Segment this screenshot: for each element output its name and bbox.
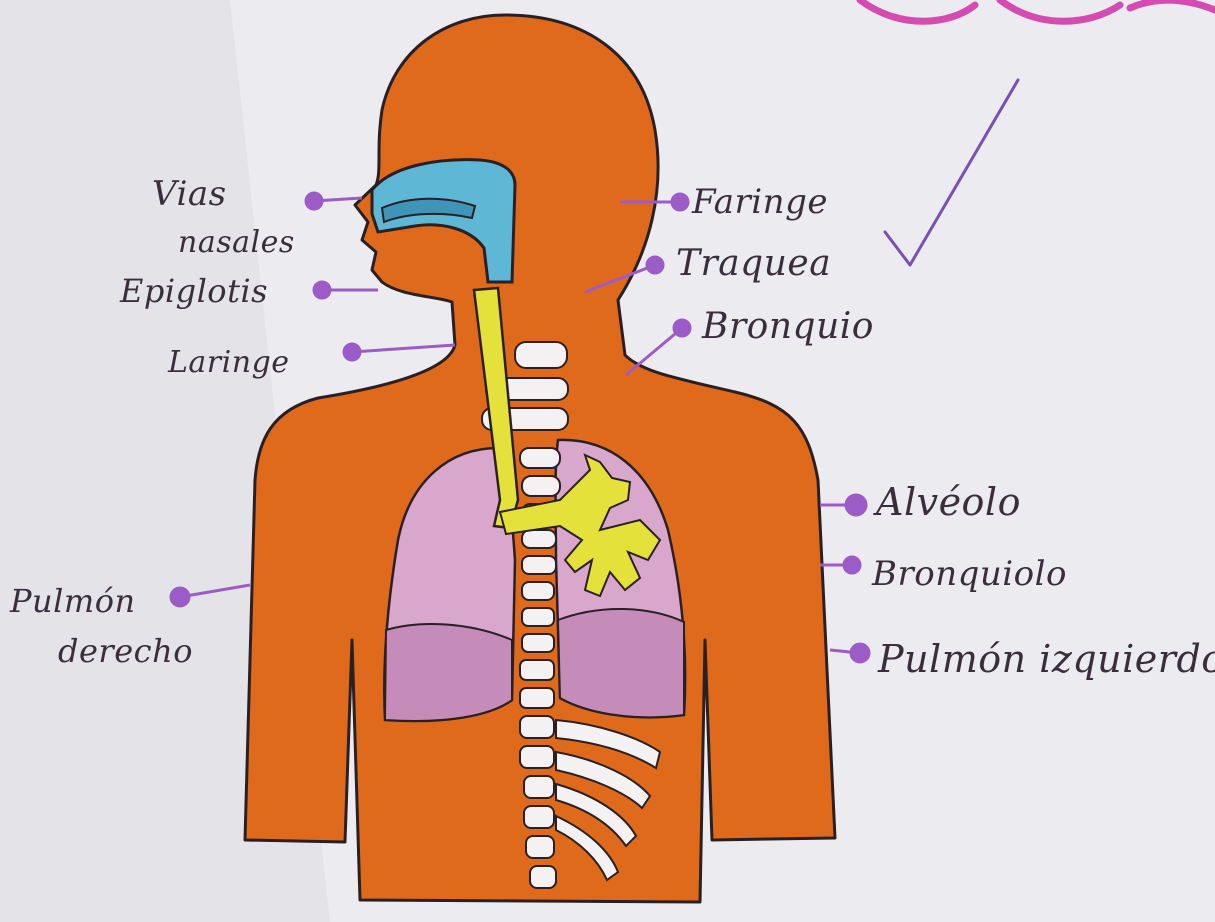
left-lung-lower-lobe: [558, 609, 684, 717]
label-vias-nasales-line1: Vias: [152, 174, 227, 214]
label-bronquio: Bronquio: [701, 306, 874, 347]
label-bronquiolo: Bronquiolo: [871, 554, 1067, 594]
pointer-dot-alveolo: [846, 495, 866, 515]
pointer-dot-bronquio: [674, 320, 690, 336]
pointer-dot-epiglotis: [314, 282, 330, 298]
pointer-dot-pulmon-izquierdo: [851, 644, 869, 662]
pointer-dot-traquea: [647, 257, 663, 273]
label-pulmon-izquierdo: Pulmón izquierdo: [877, 637, 1215, 681]
pointer-dot-laringe: [344, 344, 360, 360]
label-pulmon-derecho-line1: Pulmón: [9, 582, 136, 620]
pointer-dot-vias-nasales: [306, 193, 322, 209]
label-faringe: Faringe: [691, 182, 828, 222]
label-traquea: Traquea: [676, 243, 831, 284]
pointer-dot-bronquiolo: [844, 557, 860, 573]
pointer-dot-pulmon-derecho: [171, 588, 189, 606]
right-lung-lower-lobe: [385, 624, 512, 721]
label-laringe: Laringe: [167, 345, 290, 380]
label-pulmon-derecho-line2: derecho: [58, 632, 193, 670]
label-alveolo: Alvéolo: [873, 480, 1021, 524]
pointer-dot-faringe: [672, 194, 688, 210]
label-epiglotis: Epiglotis: [119, 272, 268, 310]
label-vias-nasales-line2: nasales: [178, 225, 295, 260]
